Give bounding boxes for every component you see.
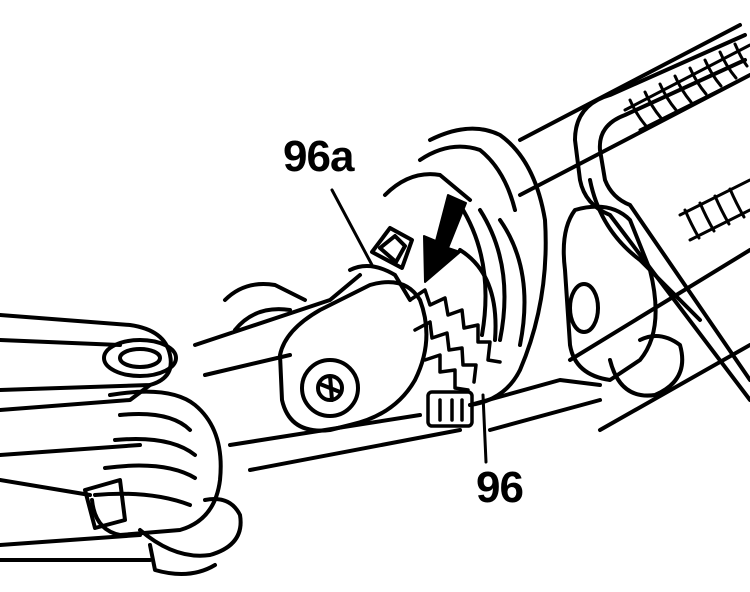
callout-label-96: 96 <box>476 463 524 512</box>
wire-bracket <box>573 33 750 402</box>
lower-housing <box>228 378 602 472</box>
ratchet-gear-teeth <box>408 288 502 428</box>
coil-spring-lower <box>678 178 750 242</box>
pawl-bolt <box>348 226 414 302</box>
callout-label-96a: 96a <box>283 132 354 181</box>
coil-spring-upper <box>623 42 750 132</box>
lever-arm <box>278 280 429 433</box>
direction-arrow <box>423 194 467 283</box>
leader-line-96 <box>481 393 488 464</box>
leader-line-96a <box>330 188 374 267</box>
clevis-body <box>561 204 685 398</box>
connecting-rod <box>193 273 362 377</box>
ratchet-housing <box>383 126 548 407</box>
left-arm <box>0 313 178 457</box>
swivel-joint <box>0 389 243 576</box>
